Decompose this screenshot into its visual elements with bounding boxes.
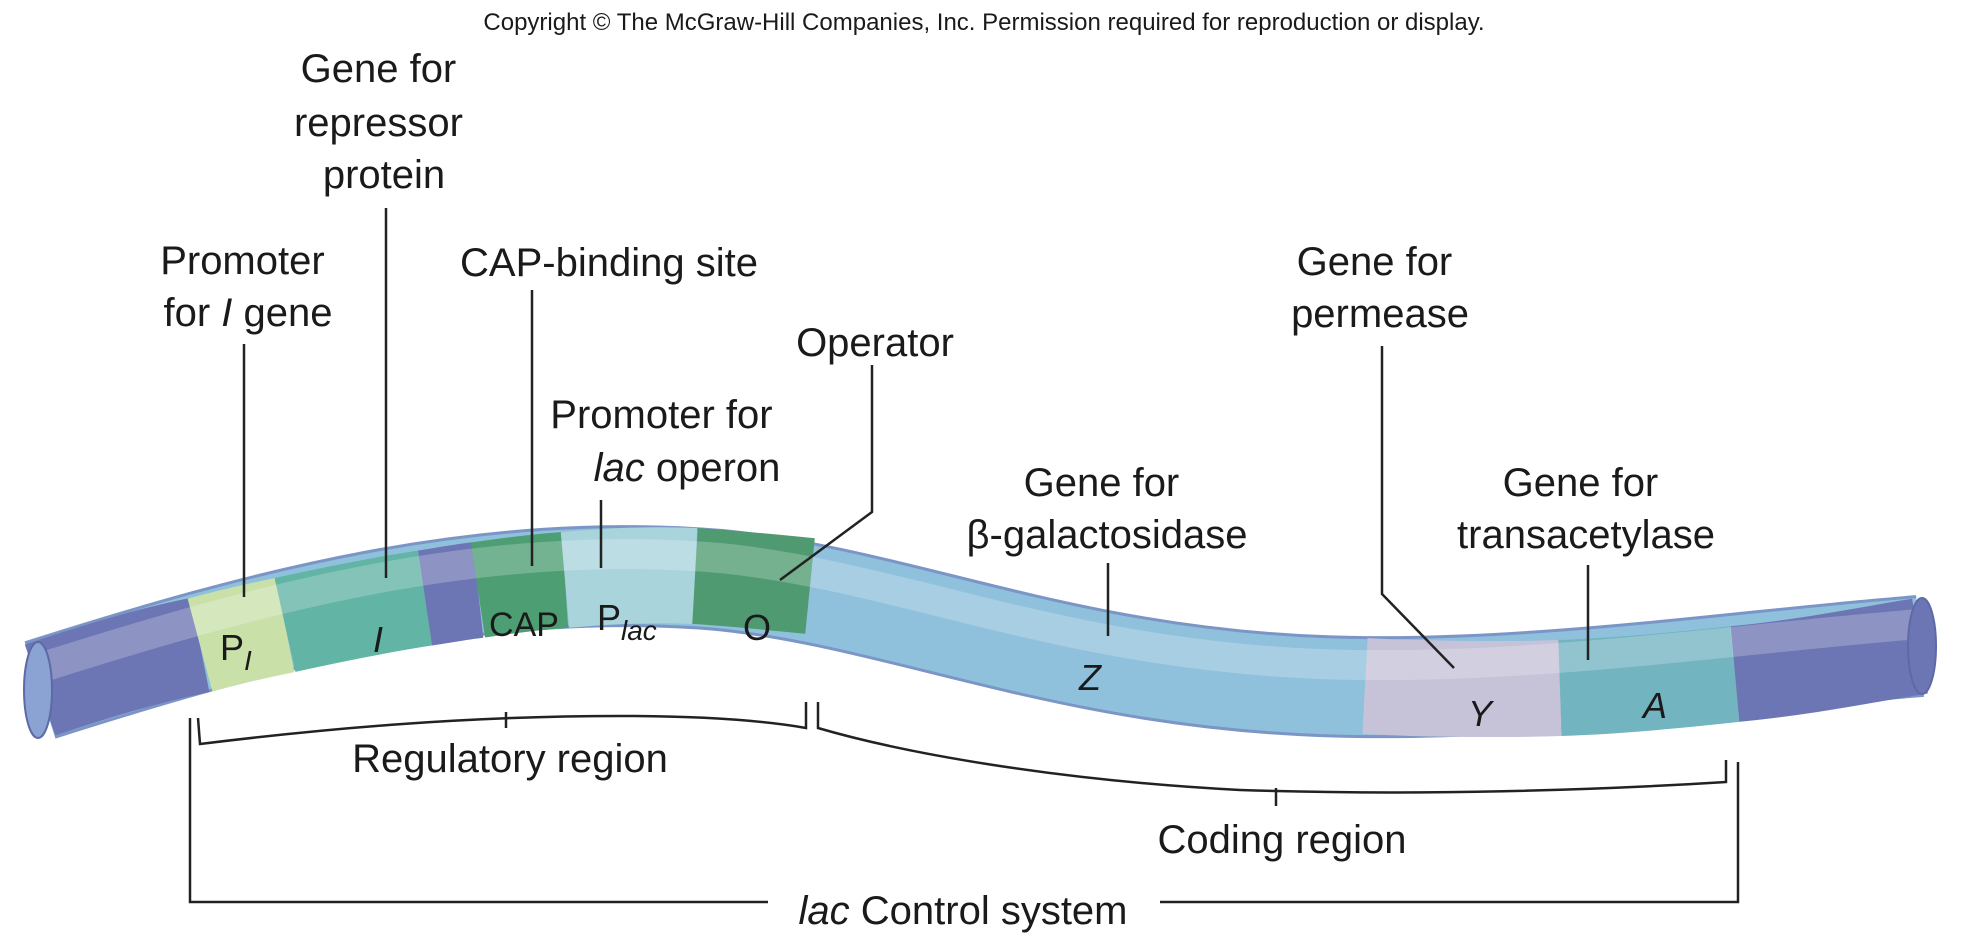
dna-segments [24, 527, 1928, 738]
promoter-i-label: Promoter for I gene [160, 239, 336, 335]
control-bracket [188, 718, 1740, 904]
transacetylase-segment [1558, 626, 1741, 736]
segment-plac-label: Plac [597, 597, 657, 646]
segment-y-label: Y [1468, 693, 1495, 734]
segment-i-label: I [373, 619, 383, 660]
control-system-label: lac Control system [799, 889, 1128, 933]
segment-a-label: A [1641, 685, 1667, 726]
copyright-text: Copyright © The McGraw-Hill Companies, I… [483, 9, 1484, 36]
transacetylase-label: Gene for transacetylase [1457, 461, 1715, 557]
regulatory-region-label: Regulatory region [352, 737, 668, 781]
permease-segment [1362, 638, 1562, 738]
repressor-gene-label: Gene for repressor protein [294, 47, 474, 197]
permease-label: Gene for permease [1291, 240, 1469, 336]
right-end-segment [1730, 598, 1928, 722]
cap-segment [470, 532, 569, 638]
beta-gal-label: Gene for β-galactosidase [967, 461, 1248, 557]
promoter-lac-segment [560, 527, 698, 628]
leader-operator [779, 365, 874, 582]
left-end-segment [24, 597, 210, 736]
cap-site-label: CAP-binding site [460, 241, 758, 285]
operator-segment [692, 528, 815, 634]
segment-pi-label: PI [220, 627, 252, 676]
right-tube-cap [1907, 597, 1937, 695]
leader-permease [1380, 346, 1455, 669]
spacer-segment [417, 542, 484, 646]
brackets [188, 702, 1740, 904]
segment-z-label: Z [1078, 657, 1102, 698]
promoter-lac-label: Promoter for lac operon [550, 393, 783, 490]
operator-label: Operator [796, 321, 954, 365]
regulatory-bracket [196, 702, 808, 746]
tube-highlight [35, 539, 1922, 683]
promoter-i-segment [187, 577, 295, 692]
left-tube-cap [23, 641, 53, 739]
leader-lines [242, 208, 1590, 669]
coding-region-label: Coding region [1157, 818, 1406, 862]
coding-bracket [816, 702, 1728, 794]
i-gene-segment [274, 550, 433, 672]
segment-o-label: O [743, 607, 771, 648]
segment-cap-label: CAP [489, 606, 559, 644]
